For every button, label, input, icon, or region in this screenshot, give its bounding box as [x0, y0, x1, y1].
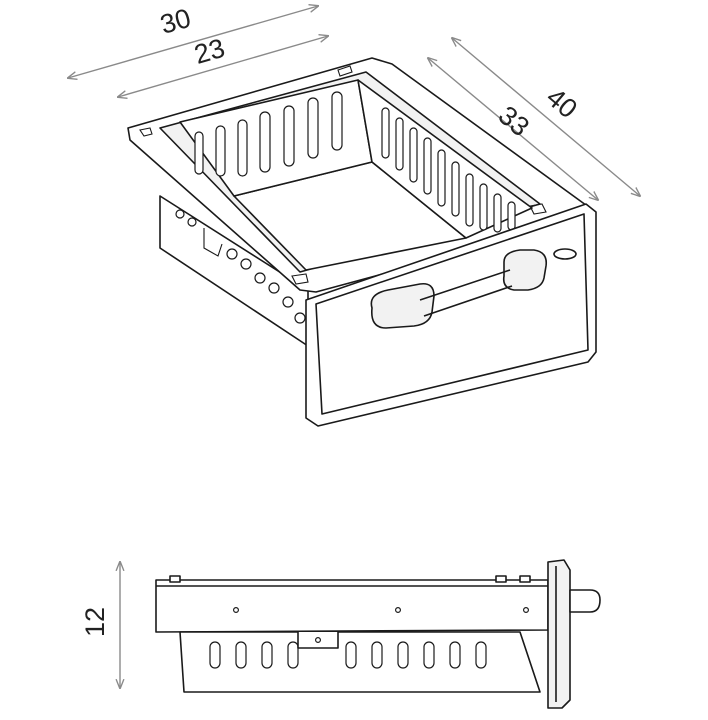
right-wall-slots — [381, 107, 516, 233]
side-basket-slots — [209, 641, 487, 669]
brand-logo-badge — [553, 248, 577, 260]
side-top-rail — [155, 579, 549, 633]
frame-corner-clips — [139, 65, 547, 285]
side-handle — [569, 589, 601, 613]
side-front-panel — [547, 559, 571, 709]
dimension-label-height: 12 — [80, 607, 110, 637]
front-panel-bevel — [315, 213, 589, 415]
drawer-side-view — [155, 559, 601, 709]
drawer-handle — [370, 249, 548, 329]
drawer-isometric-view — [127, 57, 597, 427]
dimension-label-width-outer: 30 — [157, 3, 194, 40]
side-slots-left — [175, 209, 306, 324]
dimension-label-width-inner: 23 — [191, 33, 228, 70]
back-wall-slots — [194, 91, 343, 177]
dimension-height: 12 — [80, 562, 120, 688]
dimension-label-depth-inner: 33 — [493, 100, 535, 142]
